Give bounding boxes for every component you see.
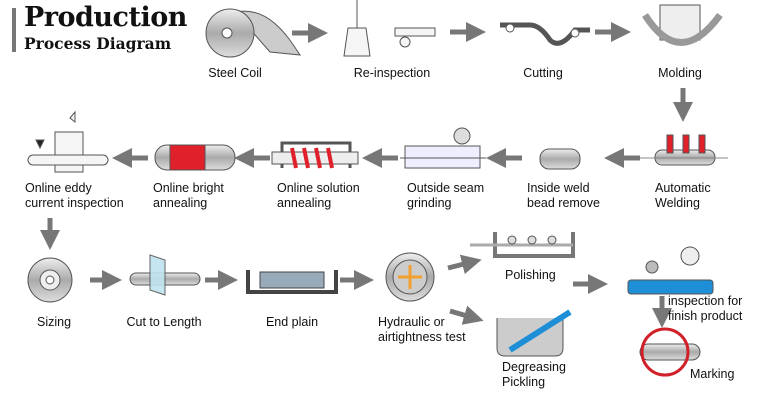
degreasing-pickling-icon bbox=[496, 309, 572, 357]
cutting-icon bbox=[500, 22, 590, 46]
eddy-current-inspection-icon bbox=[27, 110, 109, 173]
title-line1: Production bbox=[24, 2, 187, 33]
outside-seam-grinding-icon bbox=[400, 127, 486, 169]
solution-annealing-icon bbox=[271, 141, 359, 169]
flow-arrows bbox=[40, 22, 693, 328]
bright-annealing-icon bbox=[154, 144, 236, 171]
re-inspection-icon bbox=[343, 0, 436, 57]
hydraulic-test-icon bbox=[385, 252, 435, 302]
label-polishing: Polishing bbox=[505, 268, 556, 282]
steel-coil-icon bbox=[205, 8, 302, 58]
inside-weld-bead-remove-icon bbox=[539, 148, 581, 170]
label-molding: Molding bbox=[658, 66, 702, 80]
label-sizing: Sizing bbox=[36, 315, 72, 329]
end-plain-icon bbox=[246, 270, 338, 294]
molding-icon bbox=[642, 4, 723, 46]
label-re-inspection: Re-inspection bbox=[353, 66, 431, 80]
title-accent-bar bbox=[12, 8, 16, 52]
automatic-welding-icon bbox=[640, 134, 728, 166]
polishing-icon bbox=[470, 232, 575, 258]
cut-to-length-icon bbox=[129, 254, 201, 296]
title-line2: Process Diagram bbox=[24, 34, 172, 53]
arrow bbox=[449, 305, 484, 325]
arrow bbox=[447, 254, 482, 275]
label-cutting: Cutting bbox=[523, 66, 563, 80]
label-cut-to-length: Cut to Length bbox=[126, 315, 202, 329]
label-marking: Marking bbox=[690, 367, 735, 381]
marking-icon bbox=[639, 327, 701, 377]
finish-inspection-icon bbox=[627, 246, 714, 295]
sizing-icon bbox=[27, 257, 73, 303]
label-end-plain: End plain bbox=[265, 315, 319, 329]
label-steel-coil: Steel Coil bbox=[208, 66, 262, 80]
